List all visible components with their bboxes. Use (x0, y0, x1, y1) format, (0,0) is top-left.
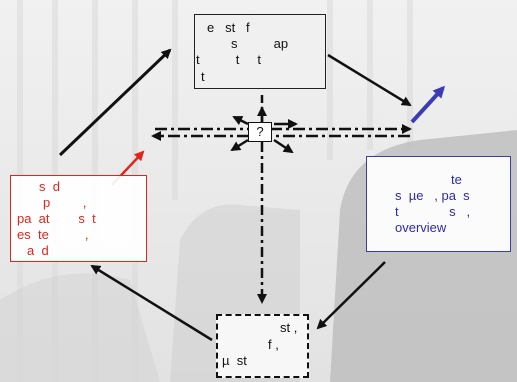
mini-arrow-se (273, 138, 294, 154)
left-box-line-1: s d (39, 179, 60, 194)
left-box: s d p , pa at s t es te , a d (10, 175, 147, 262)
arrow-left-to-top (58, 48, 172, 157)
arrow-right-to-bottom (316, 261, 386, 330)
top-box-line-2: s ap (231, 36, 289, 51)
bottom-box-line-3: µ st (222, 353, 247, 368)
right-box-line-1: te (451, 172, 462, 187)
right-box-line-4: overview (395, 220, 447, 235)
arrow-bottom-to-left (90, 264, 213, 342)
bottom-box-line-1: st , (280, 320, 298, 335)
left-box-line-4: es te , (17, 227, 89, 242)
top-box-line-3: t t t (196, 52, 262, 67)
arrow-top-to-right (327, 53, 412, 107)
left-box-line-2: p , (43, 195, 87, 210)
bottom-box-line-2: f , (268, 337, 279, 352)
left-box-line-5: a d (27, 243, 49, 258)
right-box: te s µe , pa s t s , overview (366, 156, 511, 252)
mini-arrow-sw (230, 138, 249, 152)
mini-arrow-nw (232, 115, 249, 126)
right-box-line-3: t s , (395, 204, 471, 219)
blue-arrow (410, 85, 446, 124)
top-box: e st f s ap t t t t (194, 14, 326, 89)
left-box-line-3: pa at s t (17, 211, 96, 226)
top-box-line-4: t (201, 69, 205, 84)
right-box-line-2: s µe , pa s (395, 188, 470, 203)
question-box: ? (248, 122, 272, 142)
top-box-line-1: e st f (207, 20, 250, 35)
bottom-box: st , f , µ st (216, 314, 309, 378)
